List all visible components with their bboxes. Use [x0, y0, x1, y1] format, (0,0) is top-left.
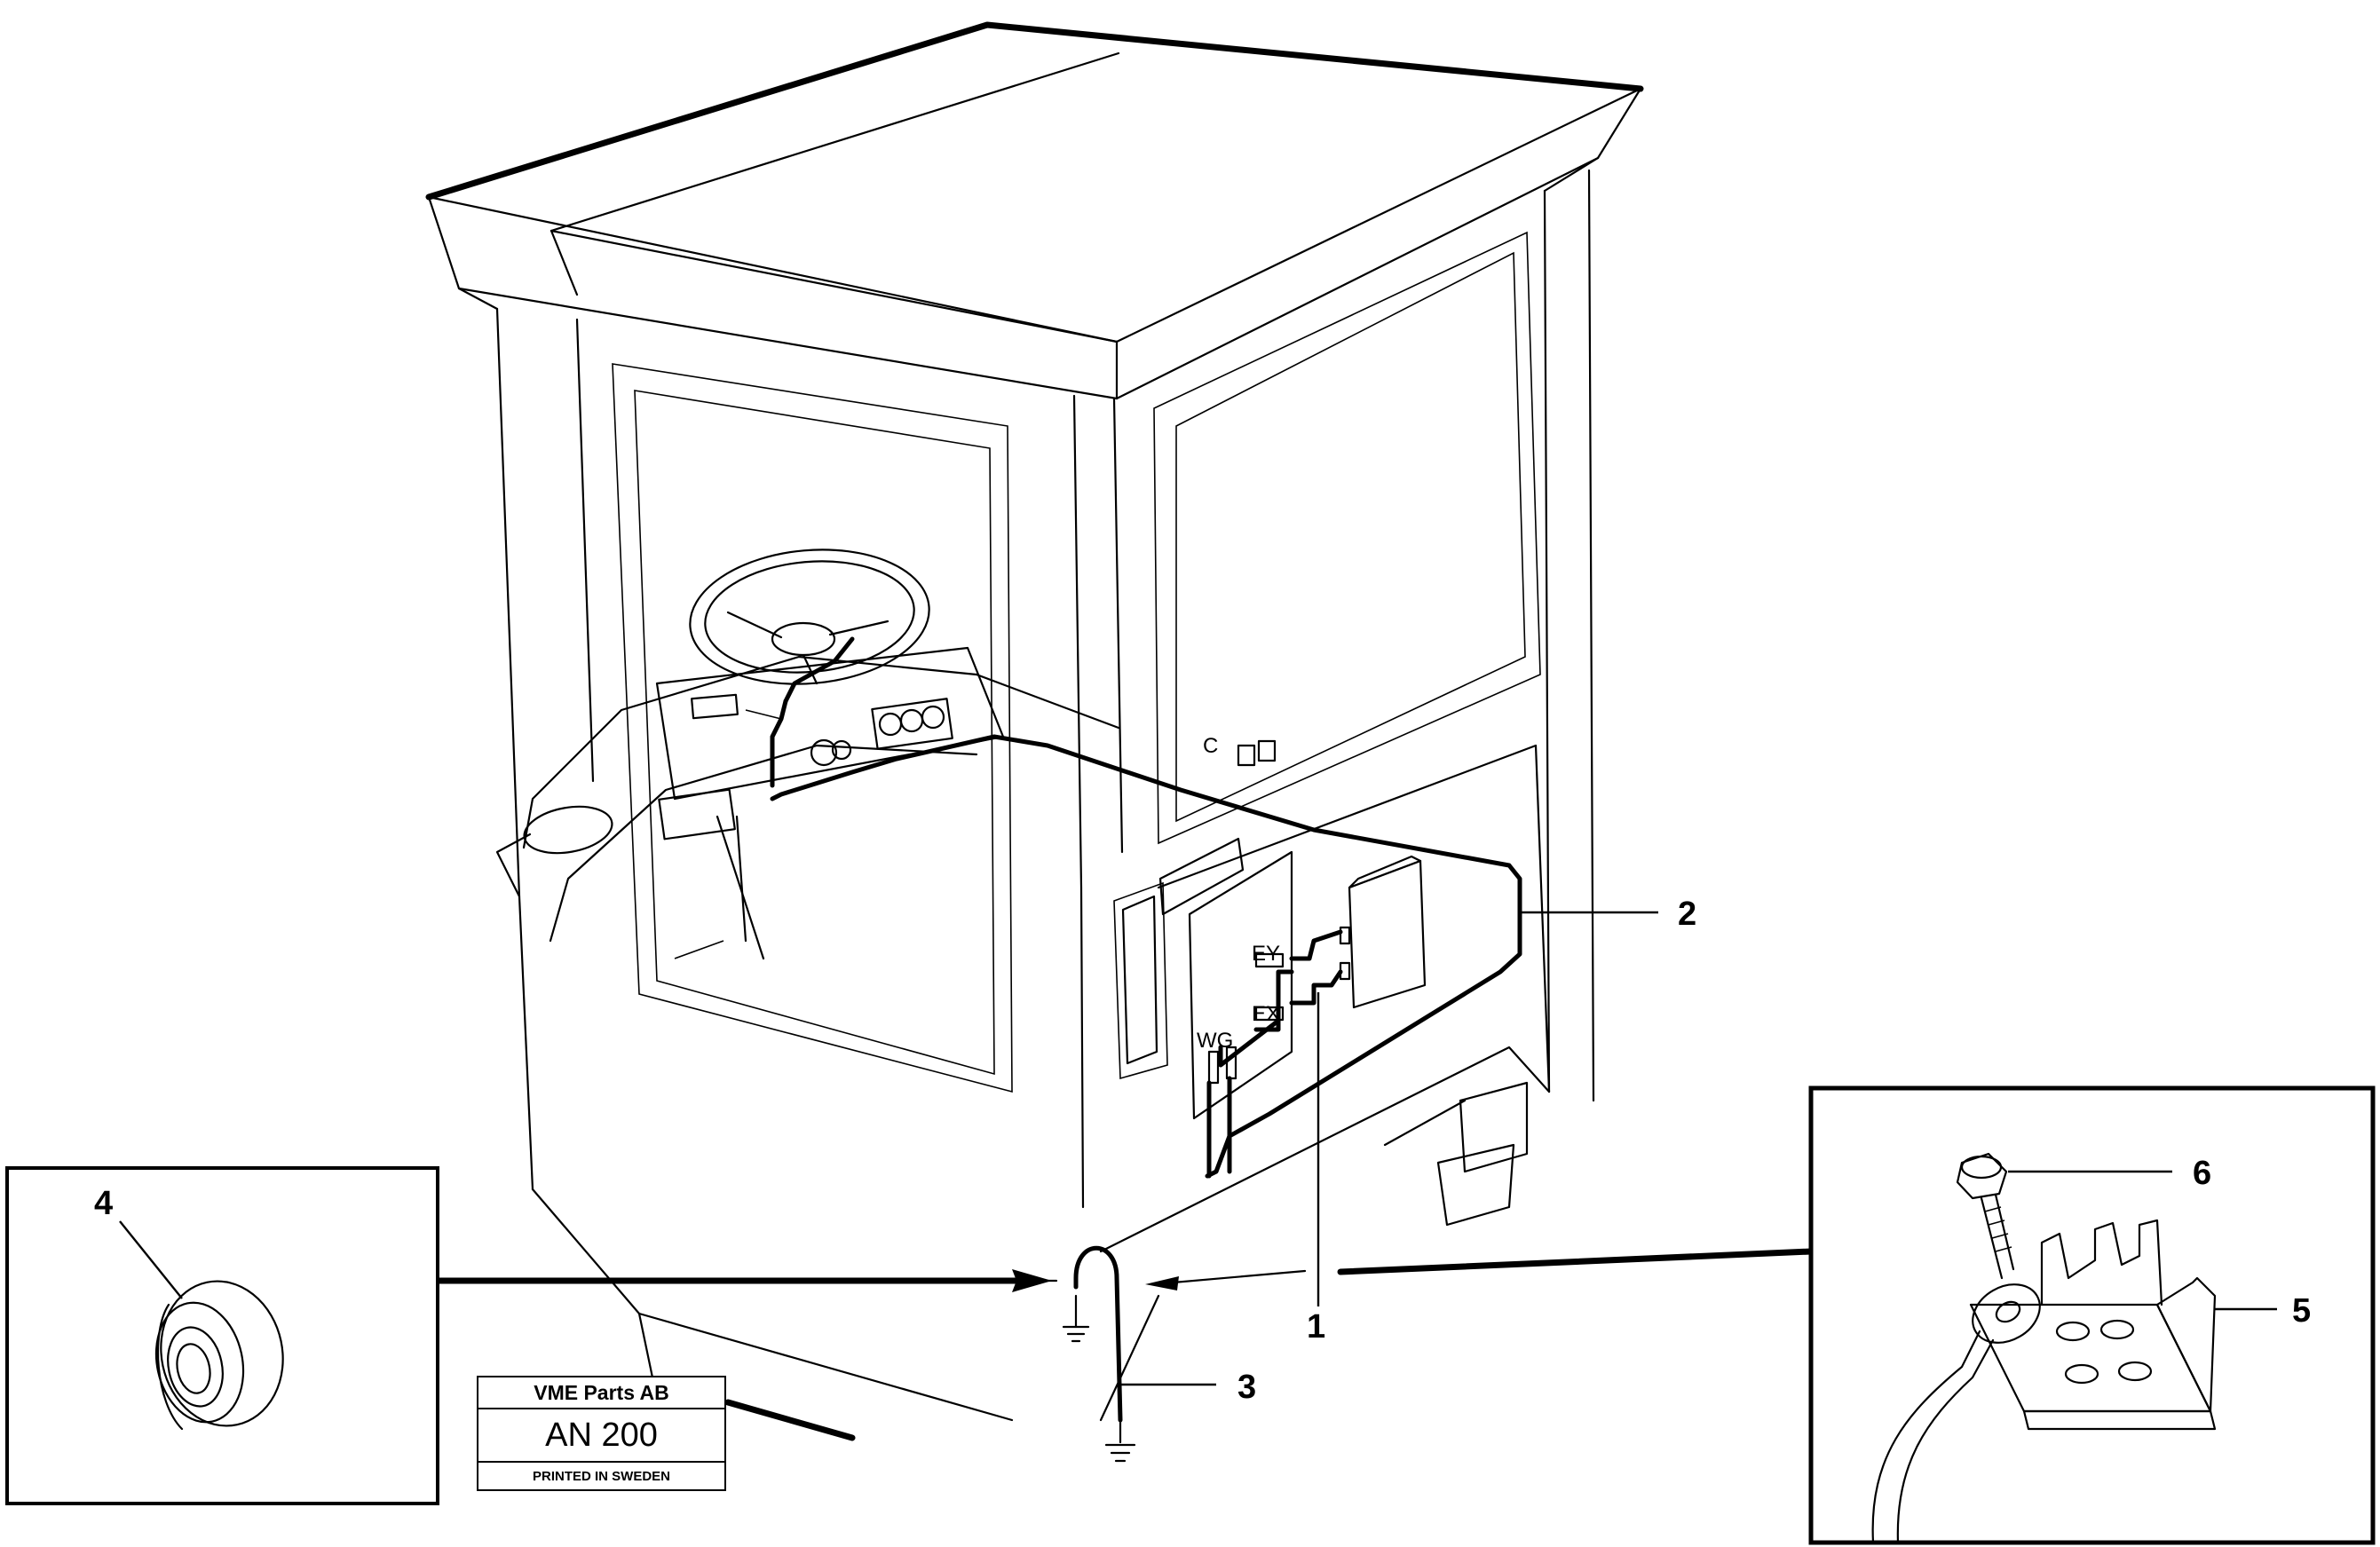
callout-3: 3: [1237, 1369, 1256, 1406]
wiring-harness: [745, 636, 1522, 1179]
detail-box-grommet: [5, 1166, 439, 1505]
stamp-company-name: VME Parts AB: [478, 1377, 724, 1409]
ground-symbol: [1104, 1418, 1136, 1463]
cab-roof: [425, 21, 1644, 400]
callout-5: 5: [2292, 1292, 2311, 1330]
panel-mark-c: C: [1203, 734, 1218, 758]
panel-markings: EY EX WG C: [1197, 734, 1280, 1053]
stamp-printed-note: PRINTED IN SWEDEN: [532, 1469, 670, 1484]
electrical-panel: [1113, 739, 1427, 1120]
steering-wheel: [689, 549, 930, 685]
callout-1: 1: [1307, 1308, 1325, 1346]
screw-icon: [1956, 1152, 2015, 1280]
panel-mark-wg: WG: [1197, 1029, 1233, 1053]
leader-lines: [119, 911, 2277, 1386]
pointer-arrows: [436, 1248, 1815, 1292]
callout-2: 2: [1678, 896, 1696, 933]
dashboard: [522, 646, 1120, 960]
callout-6: 6: [2193, 1155, 2211, 1192]
panel-mark-ey: EY: [1252, 942, 1280, 966]
grommet-passthrough: [1062, 1245, 1123, 1423]
cab-body: [495, 169, 1595, 1441]
callout-4: 4: [94, 1185, 113, 1222]
stamp-diagram-code: AN 200: [478, 1409, 724, 1463]
document-stamp: VME Parts AB AN 200 PRINTED IN SWEDEN: [477, 1376, 726, 1491]
callout-labels: 1 2 3 4 5 6: [94, 896, 2311, 1406]
detail-box-ground-bracket: [1808, 1085, 2376, 1545]
